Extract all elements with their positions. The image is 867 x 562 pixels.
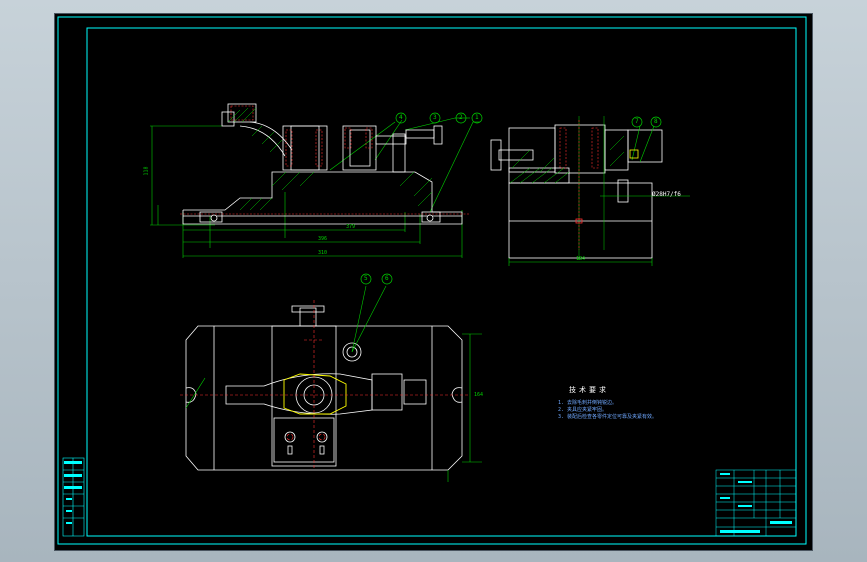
balloon-2: 2 xyxy=(459,114,463,121)
balloon-7: 7 xyxy=(635,118,639,125)
balloon-4: 4 xyxy=(399,114,403,121)
drawing-sheet xyxy=(54,13,813,551)
dim-side-fit: Ø28H7/f6 xyxy=(652,191,681,198)
balloon-8: 8 xyxy=(654,118,658,125)
dim-front-height: 118 xyxy=(143,166,150,176)
balloon-5: 5 xyxy=(364,275,368,282)
tech-note-2: 2. 夹具应夹紧牢固。 xyxy=(558,407,608,413)
balloon-6: 6 xyxy=(385,275,389,282)
side-view xyxy=(490,116,690,266)
front-hatching xyxy=(227,107,433,211)
inner-frame xyxy=(86,27,797,537)
part-balloons xyxy=(360,112,662,285)
balloon-1: 1 xyxy=(475,114,479,121)
outer-frame xyxy=(57,16,807,545)
tech-note-1: 1. 去除毛刺并倒钝锐边。 xyxy=(558,400,618,406)
left-strip-text xyxy=(64,461,82,524)
plan-view xyxy=(180,285,482,482)
title-block xyxy=(715,469,797,537)
front-view xyxy=(150,103,480,258)
tech-requirements-title: 技术要求 xyxy=(569,386,609,394)
title-block-text xyxy=(720,473,792,533)
dim-front-width-2: 396 xyxy=(318,236,328,242)
dim-side-width: 184 xyxy=(576,256,586,262)
left-title-strip xyxy=(62,457,85,537)
dim-plan-height: 164 xyxy=(474,392,484,398)
tech-note-3: 3. 装配后检查各零件定位可靠及夹紧有效。 xyxy=(558,414,658,420)
dim-front-width-3: 310 xyxy=(318,250,328,256)
dim-front-width-1: 379 xyxy=(346,224,356,230)
balloon-3: 3 xyxy=(433,114,437,121)
